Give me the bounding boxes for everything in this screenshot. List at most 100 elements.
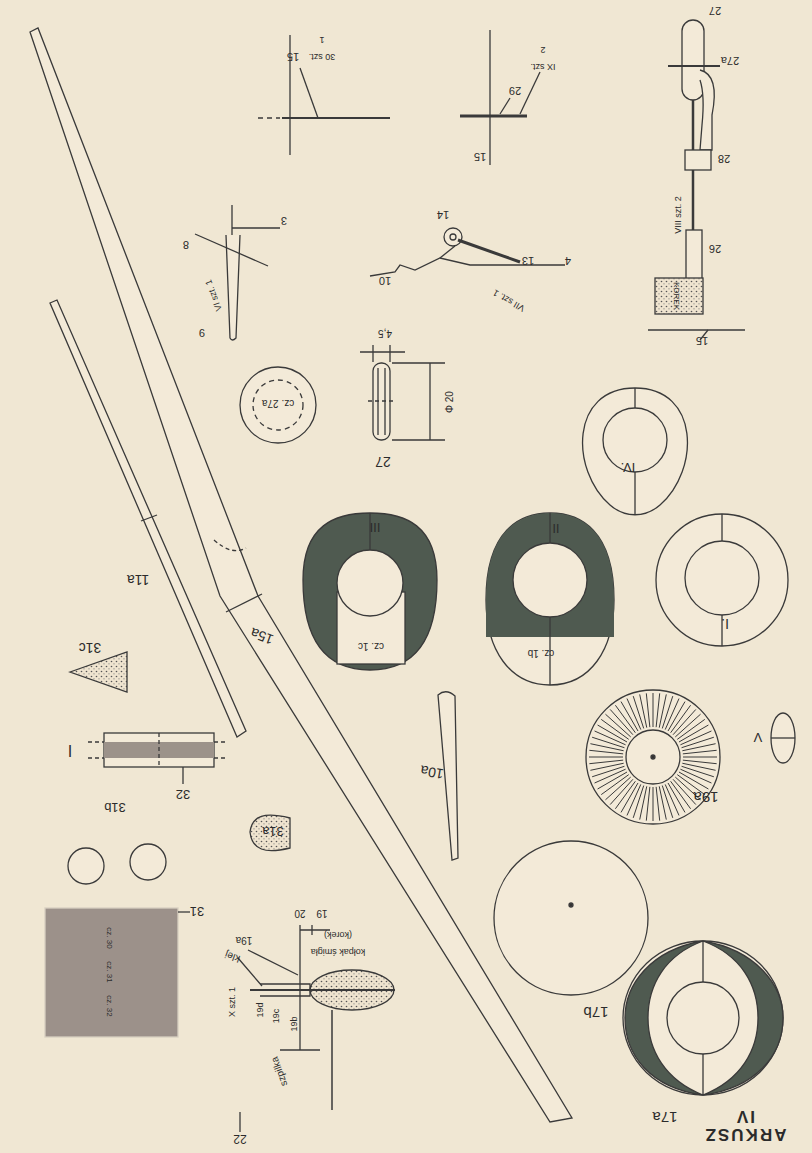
part-label: 19c [271,1009,281,1024]
part-label: 19a [236,935,253,946]
text-anchor: cz. 1b [528,647,555,664]
part-label: 19 [316,908,327,919]
text-anchor: 17b [583,1004,608,1021]
rib-line [683,750,717,754]
rib-line [653,787,654,821]
text-anchor: 4 [565,254,571,271]
text-anchor: I [68,742,72,759]
text-anchor: cz. 30 [104,927,121,948]
text-anchor: kołpak śmigła (korek) [310,928,366,962]
text-anchor: 32 [176,787,190,804]
text-anchor: 27a [721,54,739,71]
text-anchor: szpilka [265,1055,291,1089]
rib-line [598,772,627,789]
part-label: 22 [233,1132,246,1146]
part-label: 17b [583,1004,608,1021]
text-anchor: IV. [621,460,636,477]
text-anchor: 31a [262,824,284,841]
text-anchor: 29 [509,84,521,101]
text-anchor: 4,5 [378,327,392,344]
rib-line [590,763,623,770]
rib-line [621,702,638,731]
part-label: 19b [289,1016,299,1031]
rib-line [589,757,623,758]
text-anchor: cz. 32 [104,995,121,1016]
part-label: 9 [199,327,205,339]
text-anchor: 28 [718,152,730,169]
text-anchor: IX szt. 2 [527,43,559,77]
text-anchor: 27 [375,454,391,471]
part-label: 29 [509,85,521,97]
rib-line [682,744,715,751]
part-label: 15 [287,51,299,63]
part-label: 17a [652,1109,677,1126]
rib-line [656,693,660,727]
text-anchor: 30 szt. 1 [305,33,339,67]
text-anchor: 19b [284,1016,301,1031]
text-anchor: KOREK [671,282,688,310]
rib-line [640,694,647,727]
part-shape: IV. [582,388,688,516]
part-label: cz. 1b [528,648,555,659]
part-label: klej [223,949,241,964]
part-shape: cz. 27a [240,367,316,443]
rib-line [680,769,711,783]
text-anchor: 8 [183,238,189,255]
part-label: cz. 32 [105,995,114,1016]
part-label: I. [721,616,729,632]
text-anchor: VI szt. 1 [199,278,226,314]
rib-line [627,784,641,815]
text-anchor: cz. 31 [104,961,121,982]
text-anchor: Φ 20 [440,391,457,413]
rib-line [633,696,644,728]
text-anchor: 15 [287,50,299,67]
part-label: 19d [255,1002,265,1017]
text-anchor: 31c [79,640,102,657]
part-label: cz. 1c [358,641,384,652]
rib-line [653,693,654,727]
text-anchor: 15 [474,150,486,167]
text-anchor: 9 [199,326,205,343]
text-anchor: 3 [281,214,287,231]
text-anchor: VIII szt. 2 [668,196,685,234]
part-label: 3 [281,215,287,227]
rib-line [665,699,679,730]
rib-line [656,787,660,821]
rib-line [589,750,623,754]
text-anchor: 15 [696,334,708,351]
part-label: cz. 30 [105,927,114,948]
part-label: 13 [522,255,534,267]
part-label: 20 [294,908,305,919]
text-anchor: III [370,520,381,537]
part-label: 28 [718,153,730,165]
part-shape: III cz. 1c [303,513,437,671]
rib-line [646,693,650,727]
text-anchor: VII szt. 1 [489,286,528,318]
rib-line [662,786,673,818]
part-label: VIII szt. 2 [673,196,683,234]
text-anchor: 10a [419,762,445,783]
text-anchor: V [754,730,763,747]
part-label: cz. 27a [262,398,294,409]
text-anchor: cz. 1c [358,640,384,657]
part-label: 31a [262,824,284,839]
rib-line [679,725,708,742]
part-label: 32 [176,787,190,802]
rib-line [659,694,666,727]
text-anchor: cz. 27a [261,397,295,414]
part-label: X szt. 1 [227,987,237,1017]
part-label: V [754,730,763,745]
part-shape: V [771,713,795,763]
part-label: II [552,521,559,536]
text-anchor: 19 [316,907,327,924]
text-anchor: II [552,521,559,538]
part-label: 10a [419,762,445,782]
part-label: 10 [379,275,391,287]
part-label: 31 [190,904,204,919]
part-label: VII szt. 1 [491,288,526,314]
text-anchor: 17a [652,1109,677,1126]
part-label: 26 [709,243,721,255]
rib-line [646,787,650,821]
text-anchor: I. [721,616,729,633]
rib-line [659,786,666,819]
